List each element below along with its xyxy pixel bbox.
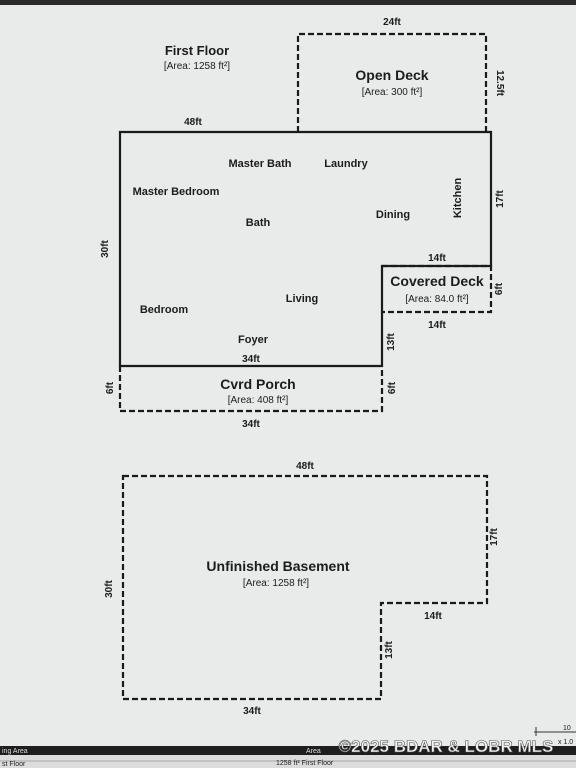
covered-deck-area: [Area: 84.0 ft²] — [405, 294, 469, 305]
open-deck-area: [Area: 300 ft²] — [362, 87, 423, 98]
scale-label: 10 — [563, 725, 571, 732]
footer-middle: 1258 ft² First Floor — [276, 760, 334, 767]
room-bedroom: Bedroom — [140, 304, 189, 316]
covered-porch-right-dim: 6ft — [387, 381, 398, 394]
footer-right-top: Area — [306, 748, 321, 755]
covered-porch-area: [Area: 408 ft²] — [228, 395, 289, 406]
room-kitchen: Kitchen — [452, 178, 464, 219]
open-deck-width: 24ft — [383, 17, 401, 28]
footer-table — [0, 755, 576, 768]
covered-porch-left-dim: 6ft — [105, 381, 116, 394]
basement-notch-dim: 14ft — [424, 611, 442, 622]
room-living: Living — [286, 293, 318, 305]
footer-left-top: ing Area — [2, 748, 28, 755]
room-dining: Dining — [376, 209, 410, 221]
covered-deck-title: Covered Deck — [390, 273, 484, 289]
open-deck-outline — [296, 32, 488, 132]
room-laundry: Laundry — [324, 158, 368, 170]
basement-bottom-dim: 34ft — [243, 706, 261, 717]
covered-porch-bottom-dim: 34ft — [242, 419, 260, 430]
room-bath: Bath — [246, 217, 271, 229]
scale-ratio: x 1.0 — [558, 739, 573, 746]
basement-left-dim: 30ft — [104, 579, 115, 597]
first-floor-kitchen-dim: 17ft — [495, 189, 506, 207]
footer-left-bottom: st Floor — [2, 761, 26, 768]
room-master-bedroom: Master Bedroom — [133, 186, 220, 198]
first-floor-notch-bottom-dim: 14ft — [428, 320, 446, 331]
covered-deck-outline — [382, 264, 493, 314]
mls-watermark: ©2025 BDAR & LOBR MLS — [339, 737, 554, 756]
basement-right-dim: 17ft — [489, 527, 500, 545]
top-edge — [0, 0, 576, 5]
basement-title: Unfinished Basement — [206, 558, 349, 574]
first-floor-top-dim: 48ft — [184, 117, 202, 128]
covered-porch-outline — [118, 366, 384, 413]
open-deck-title: Open Deck — [355, 67, 428, 83]
room-foyer: Foyer — [238, 334, 269, 346]
basement-outline — [121, 474, 489, 701]
first-floor-bottom-dim: 34ft — [242, 354, 260, 365]
basement-area: [Area: 1258 ft²] — [243, 578, 309, 589]
first-floor-area: [Area: 1258 ft²] — [164, 61, 230, 72]
covered-porch-title: Cvrd Porch — [220, 376, 295, 392]
first-floor-notch-top-dim: 14ft — [428, 253, 446, 264]
first-floor-title: First Floor — [165, 43, 229, 58]
covered-deck-depth: 6ft — [494, 282, 505, 295]
open-deck-depth: 12.5ft — [494, 70, 505, 97]
room-master-bath: Master Bath — [229, 158, 292, 170]
footer-bar — [0, 746, 576, 755]
first-floor-left-dim: 30ft — [100, 239, 111, 257]
basement-notch-side-dim: 13ft — [384, 640, 395, 658]
first-floor-notch-side-dim: 13ft — [386, 332, 397, 350]
basement-top-dim: 48ft — [296, 461, 314, 472]
